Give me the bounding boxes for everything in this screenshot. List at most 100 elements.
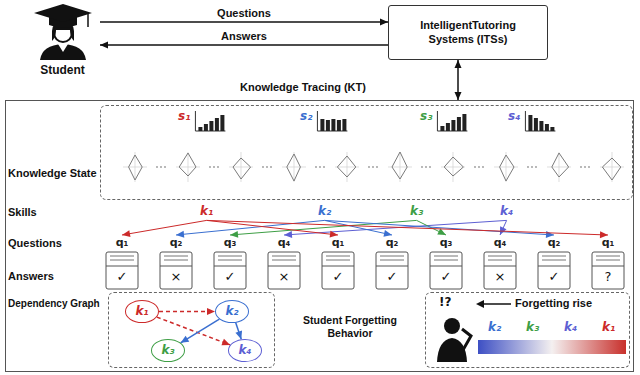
skill-question-line xyxy=(325,220,554,235)
sheet-line xyxy=(488,256,512,257)
sheet-line xyxy=(434,256,458,257)
knowledge-state-group: Knowledge States₁s₂s₃s₄ xyxy=(8,105,633,200)
skill-question-arrow xyxy=(500,220,507,235)
ellipsis-dot xyxy=(580,166,582,168)
question-sheet xyxy=(430,252,462,289)
arrowhead xyxy=(181,336,190,343)
radar-shape xyxy=(129,155,143,180)
forgetting-person-icon xyxy=(437,318,471,362)
sheet-line xyxy=(538,266,570,267)
ellipsis-dot xyxy=(584,166,586,168)
icon-bar xyxy=(462,114,466,131)
answer-mark: ✓ xyxy=(434,269,458,285)
skill-question-arrow xyxy=(284,220,507,238)
student-node: Student xyxy=(25,2,100,80)
row-label: Dependency Graph xyxy=(8,298,100,310)
knowledge-radar xyxy=(388,152,431,182)
question-sheet xyxy=(322,252,354,289)
skill-label: k₁ xyxy=(200,204,213,218)
confusion-mark: !? xyxy=(439,295,451,309)
icon-bar xyxy=(545,124,549,131)
sheet-line xyxy=(272,256,296,257)
skill-node: k₃ xyxy=(151,339,185,362)
icon-bar xyxy=(326,120,330,131)
trend-bar-icon xyxy=(525,111,555,131)
icon-bar xyxy=(457,117,461,131)
student-body xyxy=(40,44,86,60)
sheet-line xyxy=(596,260,620,261)
sheet-line xyxy=(542,260,566,261)
ellipsis-dot xyxy=(372,166,374,168)
sheet-outline xyxy=(484,252,516,289)
forgetting-group: !?Forgetting risek₂k₃k₄k₁ xyxy=(425,292,630,368)
skill-question-line xyxy=(500,220,507,235)
sheet-line xyxy=(430,266,462,267)
ellipsis-dot xyxy=(156,166,158,168)
question-sheet xyxy=(484,252,516,289)
connector-line xyxy=(159,311,215,313)
kt-panel: Knowledge Tracing (KT)Knowledge States₁s… xyxy=(5,78,634,372)
sheet-outline xyxy=(106,252,138,289)
skill-node: k₁ xyxy=(125,300,159,323)
sheet-line xyxy=(272,260,296,261)
knowledge-radar xyxy=(282,152,325,182)
ellipsis-dot xyxy=(482,166,484,168)
question-label: q₄ xyxy=(274,236,294,249)
row-label: Questions xyxy=(8,237,62,250)
icon-bar xyxy=(337,120,341,131)
question-label: q₁ xyxy=(598,236,618,249)
sheet-line xyxy=(484,266,516,267)
knowledge-radar xyxy=(229,152,272,182)
ellipsis-dot xyxy=(266,166,268,168)
radar-shape xyxy=(552,153,569,177)
answer-mark: ✓ xyxy=(326,269,350,285)
question-label: q₂ xyxy=(544,236,564,249)
arrowhead xyxy=(235,331,242,340)
icon-bar xyxy=(220,115,224,131)
row-label: Knowledge State xyxy=(8,167,97,180)
question-label: q₃ xyxy=(220,236,240,249)
icon-bar xyxy=(204,124,208,131)
ellipsis-dot xyxy=(531,166,533,168)
state-label: s₁ xyxy=(178,109,190,123)
skill-label: k₁ xyxy=(602,320,615,334)
knowledge-radar xyxy=(600,152,624,182)
sheet-line xyxy=(110,260,134,261)
connector-line xyxy=(181,319,220,343)
question-sheet xyxy=(538,252,570,289)
question-label: q₄ xyxy=(490,236,510,249)
ellipsis-dot xyxy=(209,166,211,168)
question-sheet xyxy=(160,252,192,289)
question-sheet xyxy=(214,252,246,289)
sheet-outline xyxy=(376,252,408,289)
edge-label: Answers xyxy=(219,30,269,43)
answer-mark: × xyxy=(272,269,296,285)
ellipsis-dot xyxy=(262,166,264,168)
sheet-outline xyxy=(214,252,246,289)
icon-bar xyxy=(534,118,538,131)
ellipsis-dot xyxy=(527,166,529,168)
question-sheet xyxy=(376,252,408,289)
skill-label: k₂ xyxy=(488,320,501,334)
cap-tassel xyxy=(87,14,89,27)
connector-line xyxy=(100,44,388,46)
answer-mark: ? xyxy=(596,269,620,285)
forgetting-arrow xyxy=(482,303,511,305)
question-label: q₂ xyxy=(382,236,402,249)
skill-question-line xyxy=(176,220,325,235)
edge-label: Questions xyxy=(215,7,273,20)
skill-question-line xyxy=(207,220,608,235)
ellipsis-dot xyxy=(425,166,427,168)
skill-question-arrowhead xyxy=(383,230,392,237)
ellipsis-dot xyxy=(323,166,325,168)
knowledge-radar xyxy=(494,152,537,182)
trend-bar-icon xyxy=(195,111,225,131)
icon-bar xyxy=(209,121,213,131)
sheet-line xyxy=(218,256,242,257)
cap-top xyxy=(34,4,92,22)
sheet-outline xyxy=(430,252,462,289)
ellipsis-dot xyxy=(478,166,480,168)
radar-shape xyxy=(287,154,301,181)
icon-bar xyxy=(446,123,450,131)
connector-line xyxy=(236,323,242,340)
